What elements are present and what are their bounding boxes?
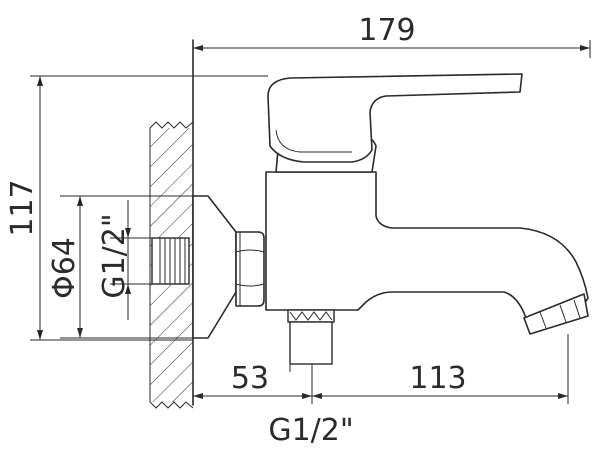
- dimension-left-thread: G1/2": [97, 200, 152, 320]
- dimension-117-label: 117: [5, 179, 40, 236]
- mixer-body: [265, 171, 589, 335]
- dimension-53-label: 53: [231, 361, 269, 396]
- dimension-flange-diameter: Φ64: [47, 195, 193, 339]
- bottom-outlet-thread: [287, 309, 335, 365]
- wall-flange: [192, 195, 237, 339]
- dimension-phi64-label: Φ64: [47, 237, 82, 299]
- dimension-113-label: 113: [409, 361, 466, 396]
- dimension-bottom-thread: G1/2": [268, 364, 354, 448]
- inlet-thread-fitting: [151, 237, 190, 285]
- dimension-overall-length: 179: [193, 13, 591, 58]
- dimension-bottom-thread-label: G1/2": [268, 413, 353, 448]
- dimension-179-label: 179: [358, 13, 415, 48]
- lever-handle: [267, 73, 523, 163]
- wall-section: [149, 39, 194, 409]
- dimension-left-thread-label: G1/2": [97, 213, 132, 298]
- dimension-bottom-run: 53 113: [193, 334, 569, 404]
- dimension-overall-height: 117: [5, 75, 268, 341]
- connection-nut: [235, 231, 265, 307]
